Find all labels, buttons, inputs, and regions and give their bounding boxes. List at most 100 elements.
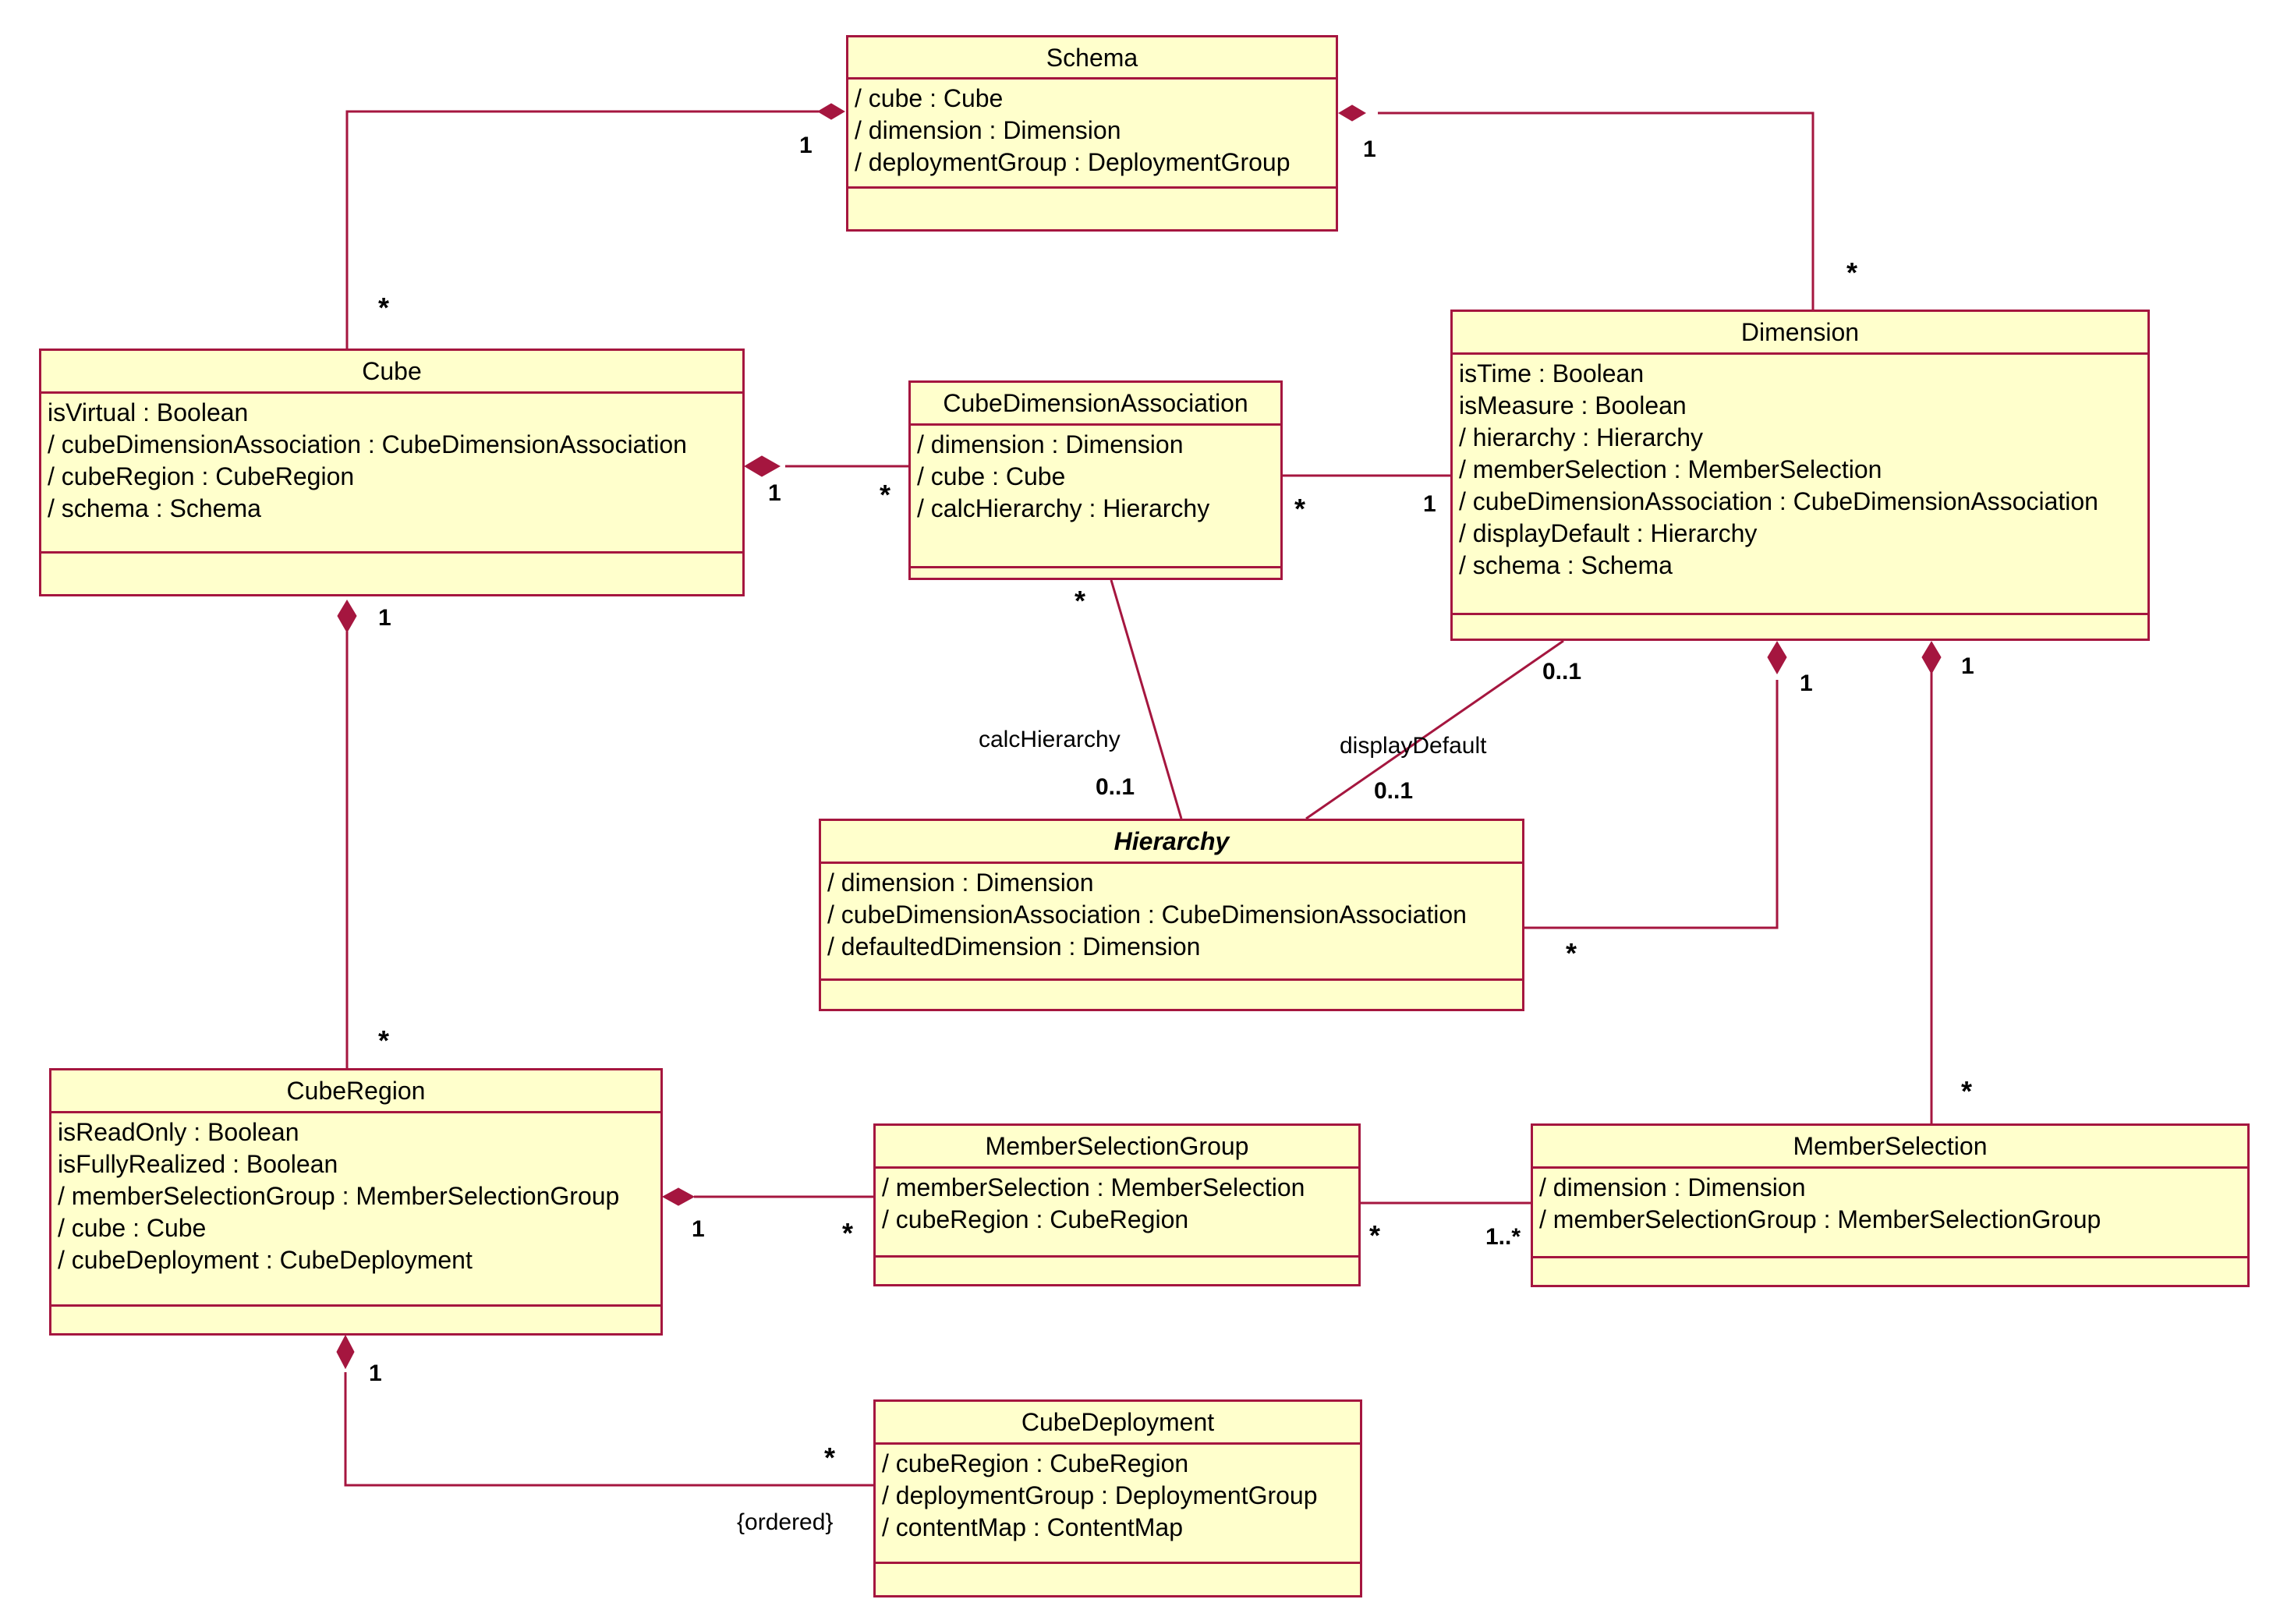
attribute: / dimension : Dimension — [827, 869, 1094, 897]
multiplicity-label: * — [824, 1442, 836, 1474]
attribute: / cube : Cube — [58, 1214, 207, 1242]
attribute-list: isVirtual : Boolean / cubeDimensionAssoc… — [41, 394, 742, 554]
class-name: Cube — [41, 351, 742, 394]
class-name: Schema — [848, 37, 1336, 80]
attribute: / cubeRegion : CubeRegion — [882, 1205, 1189, 1233]
attribute: / cubeDimensionAssociation : CubeDimensi… — [827, 900, 1467, 929]
attribute: / cubeDimensionAssociation : CubeDimensi… — [48, 430, 687, 458]
attribute: isMeasure : Boolean — [1459, 391, 1687, 419]
attribute: / cube : Cube — [917, 462, 1066, 490]
attribute: / contentMap : ContentMap — [882, 1513, 1183, 1541]
multiplicity-label: * — [378, 292, 390, 324]
multiplicity-label: 1 — [1961, 653, 1974, 679]
attribute-list: / dimension : Dimension / cube : Cube / … — [911, 426, 1280, 568]
role-label: displayDefault — [1340, 733, 1487, 759]
attribute-list: / cube : Cube / dimension : Dimension / … — [848, 80, 1336, 189]
attribute: isTime : Boolean — [1459, 359, 1645, 387]
attribute: / hierarchy : Hierarchy — [1459, 423, 1703, 451]
attribute: / dimension : Dimension — [855, 116, 1121, 144]
multiplicity-label: * — [1294, 493, 1306, 525]
multiplicity-label: 1 — [799, 133, 813, 158]
attribute: / memberSelectionGroup : MemberSelection… — [58, 1182, 620, 1210]
assoc-cuberegion-deployment — [344, 1372, 873, 1487]
attribute-list: isTime : Boolean isMeasure : Boolean / h… — [1453, 355, 2147, 615]
class-cube-dimension-association[interactable]: CubeDimensionAssociation / dimension : D… — [908, 380, 1283, 580]
multiplicity-label: * — [842, 1217, 854, 1249]
assoc-dimension-hierarchy — [1524, 680, 1779, 929]
class-member-selection[interactable]: MemberSelection / dimension : Dimension … — [1531, 1123, 2250, 1287]
operations-compartment — [911, 568, 1280, 578]
composition-diamonds — [336, 103, 1942, 1370]
multiplicity-label: 1..* — [1485, 1224, 1521, 1250]
multiplicity-label: * — [1075, 585, 1086, 617]
assoc-cda-hierarchy — [1110, 579, 1183, 819]
attribute: isReadOnly : Boolean — [58, 1118, 299, 1146]
assoc-schema-dimension — [1378, 111, 1815, 310]
association-lines — [344, 110, 1933, 1487]
attribute-list: isReadOnly : Boolean isFullyRealized : B… — [51, 1113, 660, 1307]
multiplicity-label: * — [1961, 1075, 1973, 1107]
multiplicity-label: * — [1566, 937, 1577, 969]
class-cube-deployment[interactable]: CubeDeployment / cubeRegion : CubeRegion… — [873, 1399, 1362, 1597]
multiplicity-label: 1 — [1423, 491, 1436, 517]
diamond-cuberegion-deployment — [336, 1334, 355, 1370]
attribute: / memberSelection : MemberSelection — [1459, 455, 1882, 483]
attribute-list: / dimension : Dimension / cubeDimensionA… — [821, 864, 1522, 981]
class-hierarchy[interactable]: Hierarchy / dimension : Dimension / cube… — [819, 819, 1524, 1011]
operations-compartment — [41, 554, 742, 594]
multiplicity-label: 1 — [369, 1360, 382, 1386]
attribute: / deploymentGroup : DeploymentGroup — [882, 1481, 1318, 1509]
ordered-constraint-label: {ordered} — [737, 1509, 834, 1535]
attribute: / memberSelection : MemberSelection — [882, 1173, 1305, 1201]
diamond-schema-cube — [817, 103, 845, 120]
multiplicity-label: 0..1 — [1374, 778, 1414, 804]
class-cube[interactable]: Cube isVirtual : Boolean / cubeDimension… — [39, 349, 745, 596]
multiplicity-label: * — [1369, 1219, 1381, 1251]
assoc-schema-cube — [345, 110, 819, 349]
class-name: MemberSelection — [1533, 1126, 2247, 1169]
attribute-list: / memberSelection : MemberSelection / cu… — [876, 1169, 1358, 1258]
attribute: / memberSelectionGroup : MemberSelection… — [1539, 1205, 2101, 1233]
attribute: / deploymentGroup : DeploymentGroup — [855, 148, 1291, 176]
class-name: CubeDeployment — [876, 1402, 1360, 1445]
operations-compartment — [1453, 615, 2147, 639]
diamond-cube-cuberegion — [337, 600, 357, 634]
attribute: / dimension : Dimension — [917, 430, 1184, 458]
multiplicity-label: 0..1 — [1096, 774, 1135, 800]
role-label: calcHierarchy — [979, 727, 1121, 752]
class-cube-region[interactable]: CubeRegion isReadOnly : Boolean isFullyR… — [49, 1068, 663, 1336]
attribute: / schema : Schema — [1459, 551, 1673, 579]
multiplicity-label: 1 — [692, 1216, 705, 1242]
diamond-cuberegion-msg — [661, 1187, 696, 1206]
attribute: / cube : Cube — [855, 84, 1004, 112]
attribute: / schema : Schema — [48, 494, 261, 522]
multiplicity-label: 1 — [768, 480, 781, 506]
attribute: / cubeDimensionAssociation : CubeDimensi… — [1459, 487, 2098, 515]
multiplicity-label: 1 — [1363, 136, 1376, 162]
class-schema[interactable]: Schema / cube : Cube / dimension : Dimen… — [846, 35, 1338, 232]
attribute: / displayDefault : Hierarchy — [1459, 519, 1758, 547]
class-name: Hierarchy — [821, 821, 1522, 864]
class-member-selection-group[interactable]: MemberSelectionGroup / memberSelection :… — [873, 1123, 1361, 1286]
attribute: / calcHierarchy : Hierarchy — [917, 494, 1210, 522]
diamond-cube-cda — [744, 455, 781, 477]
class-name: Dimension — [1453, 312, 2147, 355]
class-dimension[interactable]: Dimension isTime : Boolean isMeasure : B… — [1450, 310, 2150, 641]
attribute: isFullyRealized : Boolean — [58, 1150, 338, 1178]
diamond-dimension-memberselection — [1921, 641, 1942, 675]
multiplicity-label: * — [1846, 257, 1858, 288]
multiplicity-label: 1 — [378, 605, 391, 631]
operations-compartment — [1533, 1258, 2247, 1285]
attribute-list: / cubeRegion : CubeRegion / deploymentGr… — [876, 1445, 1360, 1564]
multiplicity-label: 1 — [1800, 670, 1813, 696]
operations-compartment — [876, 1564, 1360, 1595]
attribute: / cubeRegion : CubeRegion — [48, 462, 355, 490]
class-name: CubeDimensionAssociation — [911, 383, 1280, 426]
attribute-list: / dimension : Dimension / memberSelectio… — [1533, 1169, 2247, 1258]
assoc-dimension-hierarchy-default — [1305, 639, 1564, 820]
multiplicity-label: * — [378, 1024, 390, 1056]
operations-compartment — [876, 1258, 1358, 1284]
class-name: CubeRegion — [51, 1070, 660, 1113]
